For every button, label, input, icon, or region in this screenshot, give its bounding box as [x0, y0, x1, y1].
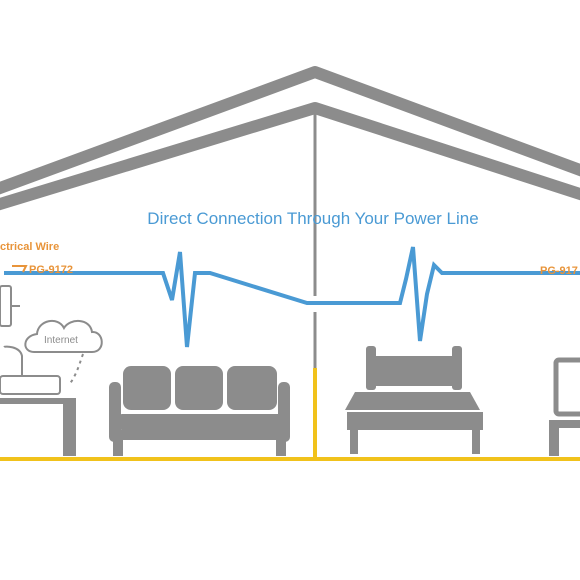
signal-line — [4, 246, 580, 348]
house-roof-icon — [0, 66, 580, 368]
wire-label: ctrical Wire — [0, 241, 59, 253]
headline-text: Direct Connection Through Your Power Lin… — [147, 209, 478, 228]
cloud-label: Internet — [44, 335, 78, 346]
monitor-icon — [549, 357, 580, 456]
device-arrow-icon — [12, 265, 28, 273]
sofa-icon — [109, 366, 290, 456]
right-device-label: PG-917 — [540, 265, 578, 277]
power-adapter-icon — [0, 285, 12, 327]
bed-icon — [345, 346, 483, 454]
electrical-wire — [0, 368, 580, 461]
cloud-icon: Internet — [24, 319, 103, 386]
router-icon — [0, 345, 61, 395]
side-table-icon — [0, 398, 76, 456]
left-device-label: PG-9172 — [29, 264, 73, 276]
